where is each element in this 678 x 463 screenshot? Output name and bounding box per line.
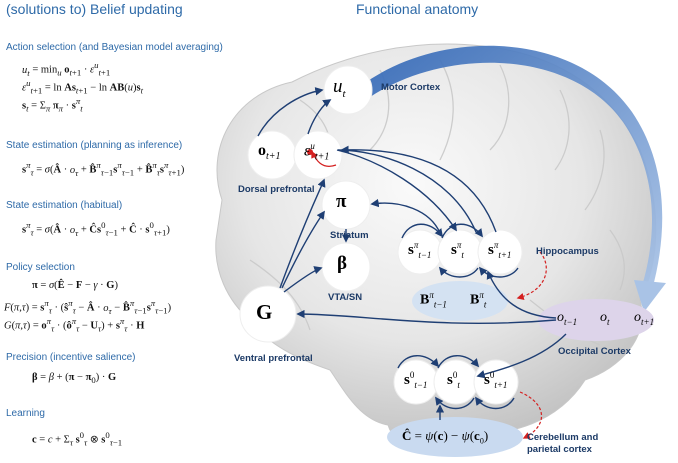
label-vta-sn: VTA/SN — [328, 292, 363, 303]
node-s0-prev: s0t−1 — [404, 370, 428, 390]
label-striatum: Striatum — [330, 230, 369, 241]
eq-policy-1: π = σ(Ê − F − γ · G) — [32, 280, 118, 291]
big-curved-arrow — [362, 45, 663, 290]
red-source-dot — [307, 149, 313, 155]
node-circle-s-pi-next — [477, 229, 523, 275]
node-o-next: ot+1 — [258, 142, 281, 163]
b-matrix-ellipse — [412, 281, 508, 321]
node-o-next2: ot+1 — [634, 310, 655, 327]
label-dorsal-prefrontal: Dorsal prefrontal — [238, 184, 315, 195]
eq-learning-1: c = c + Στ s0τ ⊗ s0τ−1 — [32, 430, 123, 448]
connections — [257, 87, 567, 420]
node-s-pi-t: sπt — [451, 240, 464, 260]
label-ventral-prefrontal: Ventral prefrontal — [234, 353, 313, 364]
node-s-pi-prev: sπt−1 — [408, 240, 432, 260]
section-state-habitual: State estimation (habitual) — [6, 200, 123, 211]
node-B-pi-t: Bπt — [470, 290, 487, 310]
node-o-prev: ot−1 — [557, 310, 578, 327]
eq-action-3: st = Σπ ππ · sπt — [22, 96, 83, 114]
eq-habit-1: sπτ = σ(Â · oτ + Ĉs0τ−1 + Ĉ · s0τ+1) — [22, 220, 170, 238]
node-circle-u — [323, 65, 373, 115]
node-s0-t: s0t — [447, 370, 460, 390]
node-C-hat: Ĉ = ψ(c) − ψ(c0) — [402, 428, 489, 446]
cerebellum-ellipse — [387, 417, 523, 457]
node-G: G — [256, 300, 273, 324]
label-cerebellum-2: parietal cortex — [527, 444, 592, 455]
node-s0-next: s0t+1 — [484, 370, 508, 390]
node-s-pi-next: sπt+1 — [488, 240, 512, 260]
node-eps: εut+1 — [304, 141, 330, 163]
eq-policy-3: G(π,τ) = oπτ · (ôπτ − Uτ) + sπτ · H — [4, 316, 145, 334]
label-motor-cortex: Motor Cortex — [381, 82, 441, 93]
eq-policy-2: F(π,τ) = sπτ · (ŝπτ − Â · oτ − B̂πτ−1sπτ… — [4, 298, 172, 316]
eq-precision-1: β = β + (π − π0) · G — [32, 372, 117, 386]
section-action-selection: Action selection (and Bayesian model ave… — [6, 42, 223, 53]
node-B-pi-prev: Bπt−1 — [420, 290, 447, 310]
section-policy-selection: Policy selection — [6, 262, 75, 273]
section-learning: Learning — [6, 408, 45, 419]
big-arrow-head — [634, 280, 666, 312]
node-o-t: ot — [600, 310, 610, 327]
section-state-planning: State estimation (planning as inference) — [6, 140, 183, 151]
left-header: (solutions to) Belief updating — [6, 1, 183, 17]
node-u: ut — [333, 76, 346, 100]
eq-action-2: εut+1 = ln Ast+1 − ln AB(u)st — [22, 78, 143, 96]
eq-action-1: ut = minu ot+1 · εut+1 — [22, 60, 111, 78]
label-occipital-cortex: Occipital Cortex — [558, 346, 631, 357]
label-hippocampus: Hippocampus — [536, 246, 599, 257]
right-header: Functional anatomy — [356, 1, 479, 17]
node-beta: β — [337, 253, 348, 274]
section-precision: Precision (incentive salience) — [6, 352, 136, 363]
label-cerebellum-1: Cerebellum and — [527, 432, 599, 443]
occipital-ellipse — [538, 299, 654, 341]
node-circle-G — [239, 285, 297, 343]
eq-plan-1: sπτ = σ(Â · oτ + B̂πτ−1sπτ−1 + B̂πτsπτ+1… — [22, 160, 185, 178]
node-pi: π — [336, 191, 347, 212]
